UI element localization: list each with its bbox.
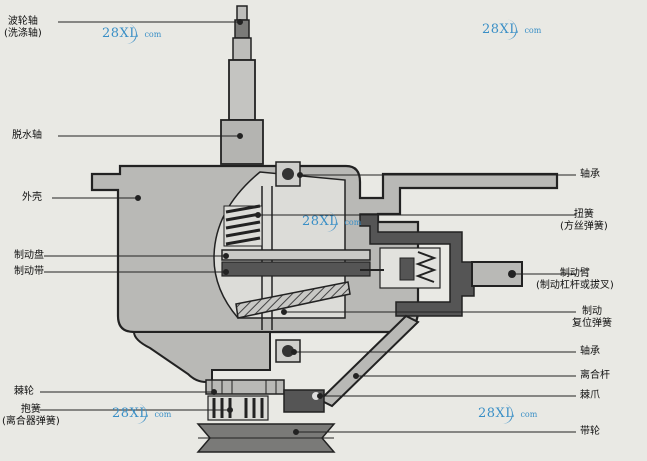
label-brake-disc: 制动盘 [14,250,44,261]
label-pulley: 带轮 [580,426,600,437]
wash-shaft [232,5,252,61]
bearing-bottom [275,339,301,363]
bearing-top [275,161,301,187]
label-wash-shaft: 波轮轴(洗涤轴) [4,16,42,39]
label-ratchet-pawl: 棘爪 [580,390,600,401]
clasp-spring [207,395,269,421]
label-clutch-lever: 离合杆 [580,370,610,381]
ratchet [205,379,285,395]
brake-return-spring [235,281,351,319]
label-ratchet: 棘轮 [14,386,34,397]
spin-shaft [220,59,264,165]
brake-disc [221,249,371,261]
label-housing: 外壳 [22,192,42,203]
brake-arm-mechanism [359,213,523,317]
clutch-lever [318,314,420,408]
label-brake-return-spring: 制动复位弹簧 [572,306,612,329]
label-spin-shaft: 脱水轴 [12,130,42,141]
label-bearing-bottom: 轴承 [580,346,600,357]
lower-housing [132,331,271,383]
torsion-spring [223,204,263,247]
label-brake-band: 制动带 [14,266,44,277]
label-bearing-top: 轴承 [580,169,600,180]
brake-band [221,261,371,277]
label-brake-arm: 制动臂(制动杠杆或拔叉) [536,268,614,291]
label-clasp-spring: 抱簧(离合器弹簧) [2,404,60,427]
pulley [196,423,336,453]
ratchet-pawl [283,389,325,413]
label-torsion-spring: 扭簧(方丝弹簧) [560,209,608,232]
leader-lines [40,19,576,435]
